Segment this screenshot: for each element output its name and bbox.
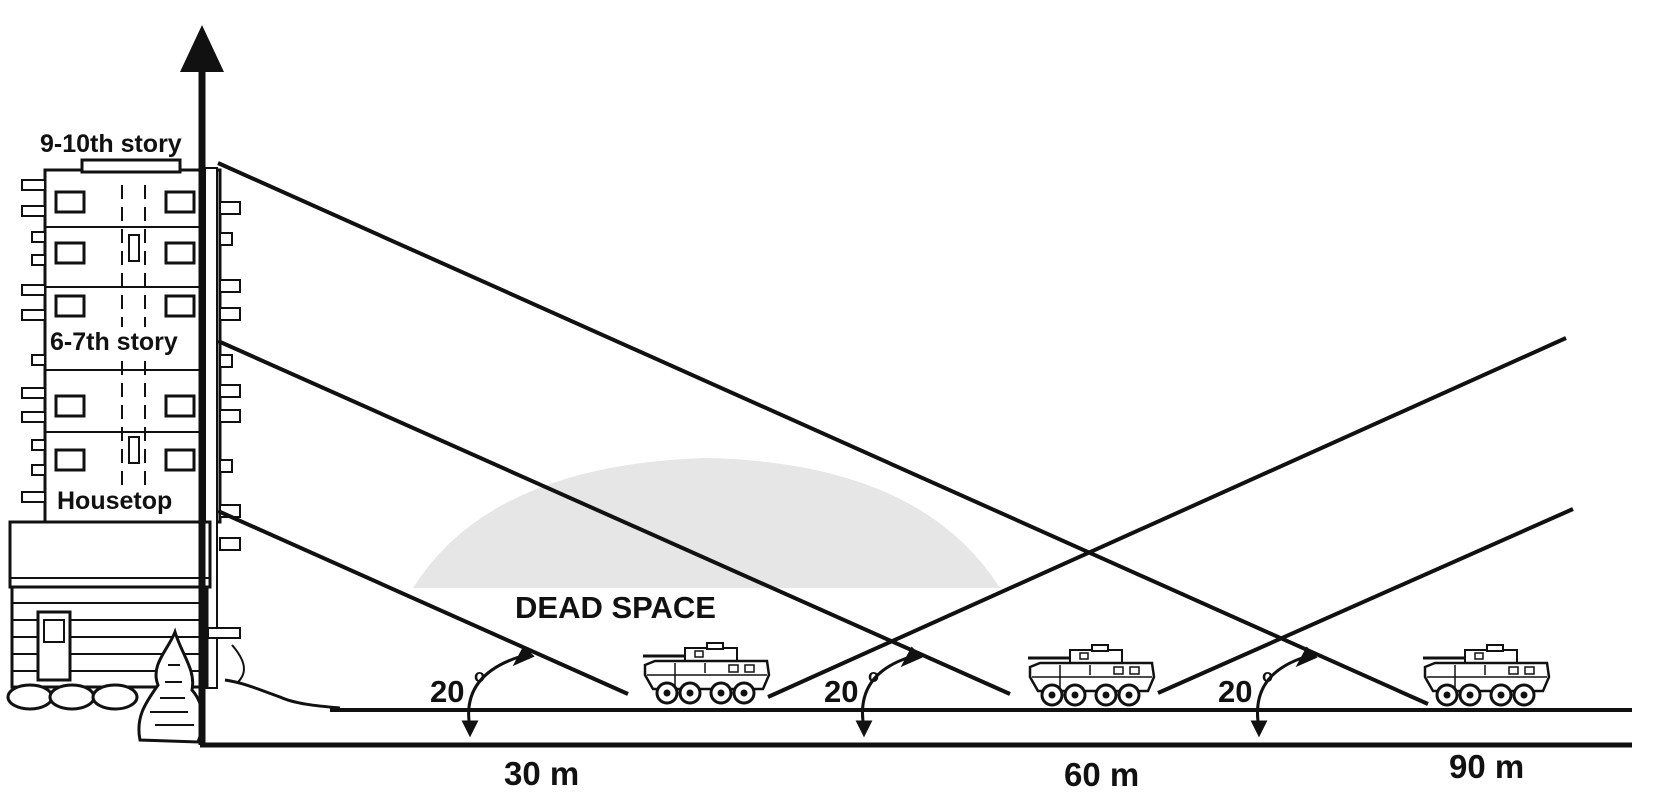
armored-vehicle-icon [1026,643,1156,707]
angle-unit-1: o [474,666,485,686]
distance-label-30: 30 m [504,755,579,792]
dead-space-zone [413,458,1000,588]
return-line-2 [1157,507,1574,695]
return-line-1 [767,336,1567,699]
story-mid-label: 6-7th story [50,328,178,356]
fire-line-mid [217,339,1011,696]
elevation-arc-2 [855,646,923,738]
angle-unit-2: o [868,666,879,686]
elevation-arc-3 [1250,646,1318,738]
angle-label-1: 20 [430,674,464,709]
angle-unit-3: o [1262,666,1273,686]
distance-label-90: 90 m [1449,748,1524,785]
dead-space-label: DEAD SPACE [515,590,716,625]
armored-vehicle-icon [641,641,771,705]
up-arrow-icon [180,25,224,745]
story-top-label: 9-10th story [40,130,182,158]
bushes-icon [6,627,341,744]
fire-line-low [217,509,629,696]
armored-vehicle-icon [1421,643,1551,707]
elevation-arc-1 [461,645,535,738]
distance-label-60: 60 m [1064,756,1139,793]
angle-label-3: 20 [1218,674,1252,709]
housetop-label: Housetop [57,487,172,515]
angle-label-2: 20 [824,674,858,709]
fire-line-top [217,161,1429,706]
